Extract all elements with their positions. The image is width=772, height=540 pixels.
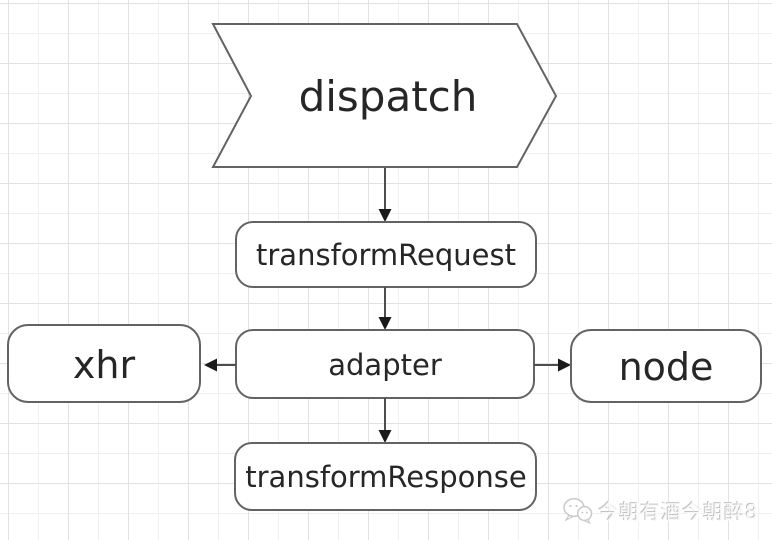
- dispatch-banner-shape: [211, 23, 558, 168]
- arrow-adapter-to-xhr: [204, 358, 236, 372]
- xhr-label: xhr: [73, 343, 136, 387]
- arrow-transformrequest-to-adapter: [378, 287, 392, 330]
- node-transform-request: transformRequest: [235, 221, 537, 288]
- transform-request-label: transformRequest: [256, 238, 516, 272]
- node-label: node: [619, 345, 714, 389]
- xhr-box: [7, 324, 201, 403]
- arrow-head-down-icon: [378, 209, 392, 222]
- node-node: node: [570, 329, 762, 403]
- node-adapter: adapter: [235, 329, 535, 399]
- transform-response-box: [234, 442, 537, 511]
- chat-bubbles-icon: [562, 497, 593, 524]
- watermark-text: 今朝有酒今朝醉8: [598, 500, 759, 524]
- arrow-head-down-icon: [378, 430, 392, 443]
- arrow-adapter-to-transformresponse: [378, 398, 392, 443]
- transform-response-label: transformResponse: [245, 460, 526, 494]
- node-box: [570, 329, 762, 403]
- arrow-head-left-icon: [204, 358, 217, 372]
- arrow-adapter-to-node: [534, 358, 571, 372]
- node-transform-response: transformResponse: [234, 442, 537, 511]
- arrow-dispatch-to-transformrequest: [378, 168, 392, 222]
- node-dispatch: dispatch: [211, 23, 558, 168]
- watermark: 今朝有酒今朝醉8: [562, 496, 759, 525]
- arrow-head-down-icon: [378, 317, 392, 330]
- node-xhr: xhr: [7, 324, 201, 403]
- adapter-label: adapter: [328, 348, 442, 382]
- arrow-head-right-icon: [558, 358, 571, 372]
- dispatch-label: dispatch: [299, 72, 478, 121]
